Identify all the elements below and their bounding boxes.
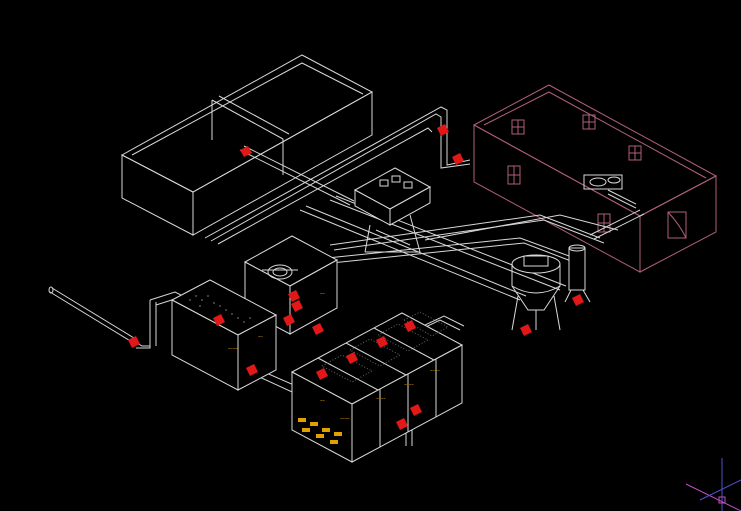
svg-text:~~~~: ~~~~ (376, 396, 386, 401)
ucs-axis-icon (685, 458, 741, 511)
svg-text:~~~~: ~~~~ (228, 346, 238, 351)
inlet-pipe (48, 286, 150, 347)
valve (283, 314, 295, 326)
valve (312, 323, 324, 335)
valve (452, 153, 464, 165)
underdrain-media (298, 418, 342, 444)
valve (346, 352, 358, 364)
filter-media (320, 311, 450, 383)
clarifier-tank: ~~~~ ~~ (170, 279, 278, 391)
pump-station: ~~ ~~ (243, 235, 339, 335)
valve (437, 124, 449, 136)
building-door (667, 211, 687, 239)
valve (376, 336, 388, 348)
filter-tank-group: ~~ ~~~~ ~~~~ ~~~~ ~~~~ (290, 311, 464, 463)
valve (288, 290, 300, 302)
valve (246, 364, 258, 376)
svg-text:~~: ~~ (320, 398, 325, 403)
valve (572, 294, 584, 306)
svg-text:~~~~: ~~~~ (430, 368, 440, 373)
svg-text:~~: ~~ (258, 334, 263, 339)
valve (128, 336, 140, 348)
valve (213, 314, 225, 326)
valve (316, 368, 328, 380)
building (472, 84, 718, 273)
building-equipment (583, 174, 637, 209)
svg-text:~~~~: ~~~~ (404, 382, 414, 387)
valve (291, 300, 303, 312)
svg-text:~~: ~~ (320, 291, 325, 296)
control-panel (353, 167, 432, 253)
svg-text:~~~~: ~~~~ (340, 416, 350, 421)
tank-media-pattern (189, 295, 251, 323)
valve (404, 320, 416, 332)
building-window (507, 114, 642, 233)
valve (240, 146, 252, 157)
valve (410, 404, 422, 416)
valve-markers (128, 124, 584, 430)
valve (520, 324, 532, 336)
open-basin (120, 54, 374, 236)
valve (396, 418, 408, 430)
vessel (511, 254, 561, 331)
silo (564, 244, 591, 303)
